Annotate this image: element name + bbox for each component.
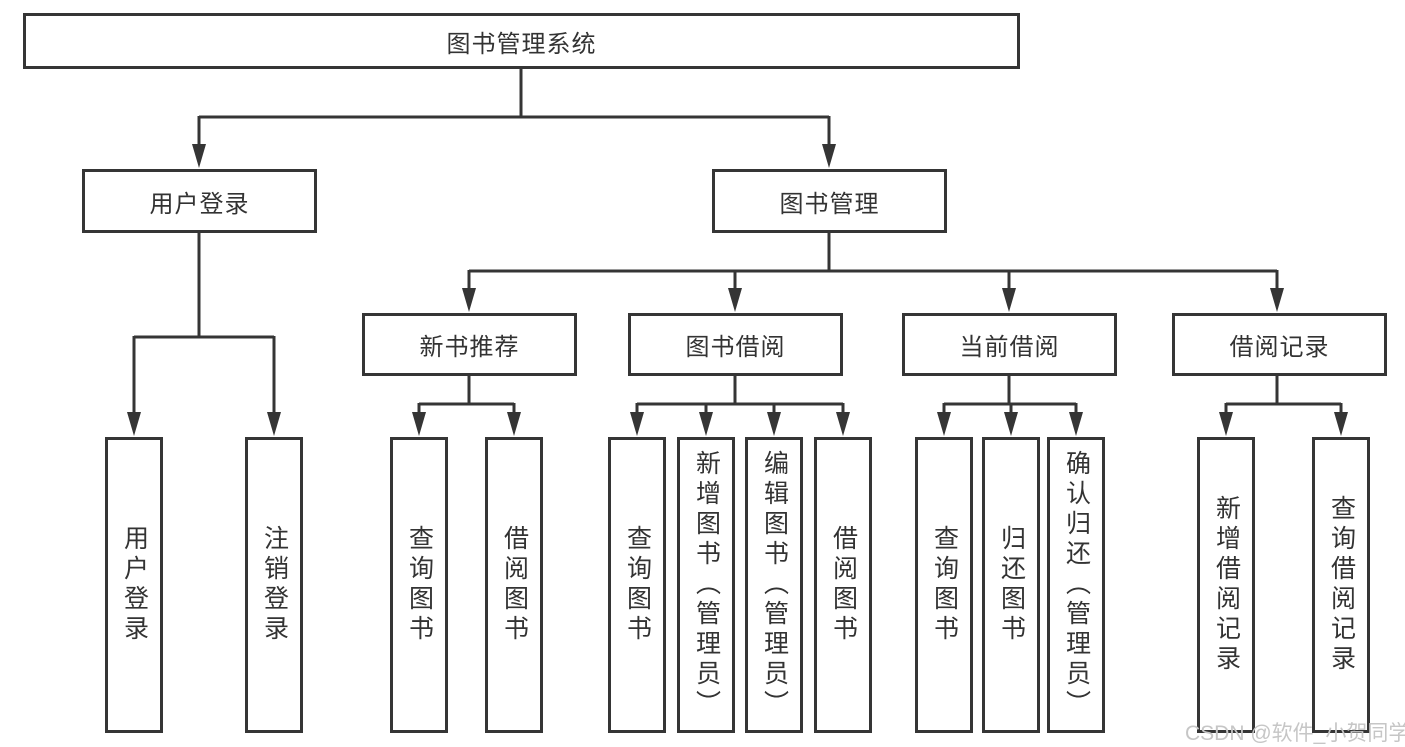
leaf-add-borrow-record-label: 新增借阅记录 [1212,495,1241,675]
node-root-label: 图书管理系统 [446,30,597,58]
leaf-borrow-books-1-label: 借阅图书 [500,525,529,645]
leaf-borrow-books-2: 借阅图书 [814,437,872,733]
leaf-query-books-2-label: 查询图书 [623,525,652,645]
node-user-login: 用户登录 [82,169,317,233]
leaf-return-books-label: 归还图书 [997,525,1026,645]
leaf-add-books-admin: 新增图书（管理员） [677,437,735,733]
node-new-book-recommend: 新书推荐 [362,313,577,376]
leaf-borrow-books-1: 借阅图书 [485,437,543,733]
node-current-borrow: 当前借阅 [902,313,1117,376]
arrowheads [127,144,1348,436]
leaf-query-books-2: 查询图书 [608,437,666,733]
leaf-query-books-3: 查询图书 [915,437,973,733]
node-book-management-label: 图书管理 [779,190,880,218]
leaf-user-login-label: 用户登录 [120,525,149,645]
leaf-confirm-return-admin-label: 确认归还（管理员） [1062,450,1091,720]
node-book-borrow-label: 图书借阅 [685,334,786,361]
node-current-borrow-label: 当前借阅 [959,334,1060,361]
leaf-add-books-admin-label: 新增图书（管理员） [692,450,721,720]
leaf-borrow-books-2-label: 借阅图书 [829,525,858,645]
node-borrow-records-label: 借阅记录 [1229,334,1330,361]
node-borrow-records: 借阅记录 [1172,313,1387,376]
leaf-edit-books-admin-label: 编辑图书（管理员） [760,450,789,720]
leaf-add-borrow-record: 新增借阅记录 [1197,437,1255,733]
node-new-book-recommend-label: 新书推荐 [419,334,520,361]
node-book-management: 图书管理 [712,169,947,233]
csdn-watermark: CSDN @软件_小贺同学 [1185,722,1405,745]
leaf-query-books-1: 查询图书 [390,437,448,733]
leaf-edit-books-admin: 编辑图书（管理员） [745,437,803,733]
node-user-login-label: 用户登录 [149,190,250,218]
node-root: 图书管理系统 [23,13,1020,69]
leaf-query-borrow-record: 查询借阅记录 [1312,437,1370,733]
leaf-logout: 注销登录 [245,437,303,733]
node-book-borrow: 图书借阅 [628,313,843,376]
leaf-return-books: 归还图书 [982,437,1040,733]
leaf-confirm-return-admin: 确认归还（管理员） [1047,437,1105,733]
leaf-logout-label: 注销登录 [260,525,289,645]
leaf-query-books-3-label: 查询图书 [930,525,959,645]
leaf-user-login: 用户登录 [105,437,163,733]
leaf-query-borrow-record-label: 查询借阅记录 [1327,495,1356,675]
leaf-query-books-1-label: 查询图书 [405,525,434,645]
